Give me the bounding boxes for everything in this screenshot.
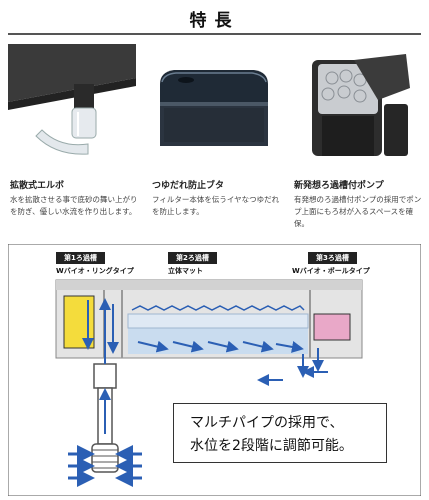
feature-desc-pump: 有発想のろ過槽付ポンプの採用でポンプ上面にもろ材が入るスペースを確保。 [294,195,422,228]
feature-title-lid: つゆだれ防止ブタ [152,181,225,191]
chamber-2-type: 立体マット [168,267,203,275]
feature-title-elbow: 拡散式エルボ [10,181,65,191]
feature-title-pump: 新発想ろ過槽付ポンプ [294,181,384,191]
feature-desc-elbow: 水を拡散させる事で底砂の舞い上がりを防ぎ、優しい水流を作り出します。 [10,195,138,216]
section-title: 特長 [189,11,240,31]
anti-drip-lid-photo [150,44,278,172]
header-underline [8,33,421,35]
chamber-2-label: 第2ろ過槽 [168,252,217,264]
multi-pipe-note: マルチパイプの採用で、 水位を2段階に調節可能。 [173,403,387,463]
pump-filter-photo [292,44,420,172]
chamber-3-type: Wバイオ・ボールタイプ [292,267,370,275]
chamber-1-label: 第1ろ過槽 [56,252,105,264]
feature-desc-lid: フィルター本体を伝うイヤなつゆだれを防止します。 [152,195,280,216]
diffusion-elbow-photo [8,44,136,172]
chamber-3-label: 第3ろ過槽 [308,252,357,264]
note-line-1: マルチパイプの採用で、 [190,415,344,431]
note-line-2: 水位を2段階に調節可能。 [190,438,353,454]
section-header: 特長 [0,0,429,36]
chamber-1-type: Wバイオ・リングタイプ [56,267,134,275]
